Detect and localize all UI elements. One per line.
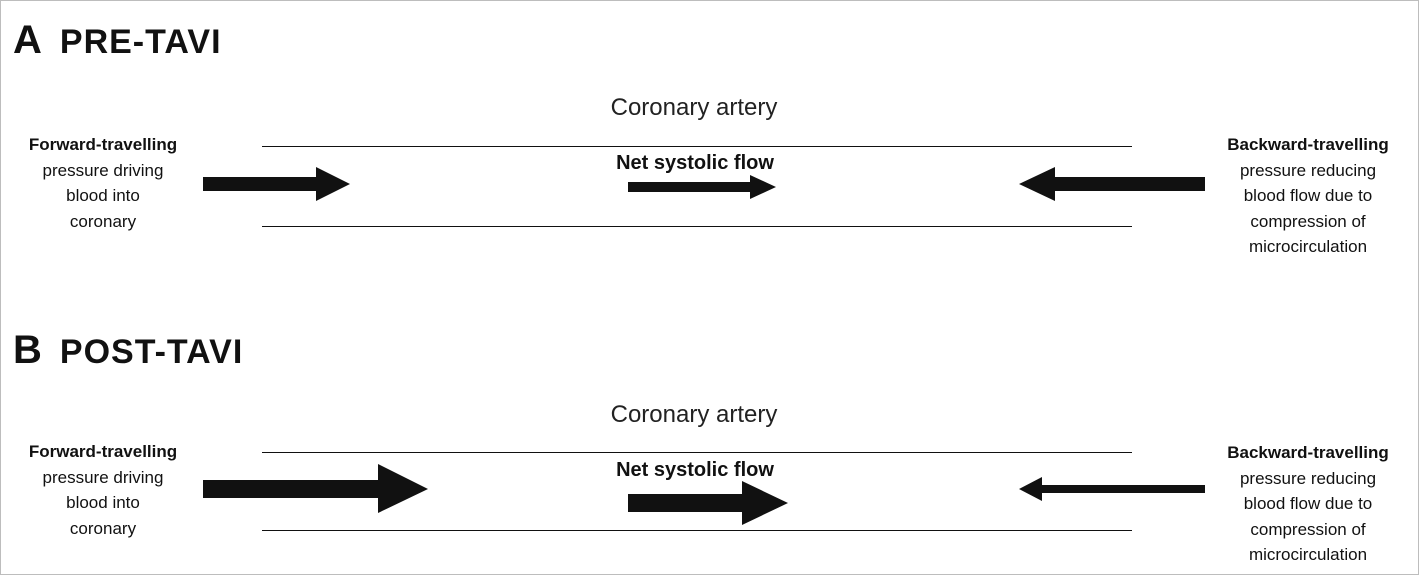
label-line: blood into: [66, 186, 140, 205]
panel-b-letter: B: [13, 328, 42, 372]
label-line: pressure driving: [42, 160, 164, 180]
label-line: compression of: [1250, 519, 1366, 539]
label-line: microcirculation: [1248, 545, 1368, 564]
panel-a-letter: A: [13, 18, 42, 62]
panel-a-net-flow-label: Net systolic flow: [616, 152, 774, 174]
panel-a-heading: A PRE-TAVI: [13, 20, 222, 62]
label-line: blood into: [66, 493, 140, 512]
panel-b-forward-label: Forward-travelling pressure driving bloo…: [18, 439, 188, 541]
label-line: pressure driving: [42, 467, 164, 487]
panel-a-title: PRE-TAVI: [59, 23, 222, 61]
panel-b-vessel-wall-bottom: [262, 530, 1132, 531]
label-line: coronary: [69, 518, 137, 538]
panel-b-vessel-wall-top: [262, 452, 1132, 453]
panel-a-vessel-label: Coronary artery: [610, 94, 778, 121]
label-line: pressure reducing: [1239, 160, 1377, 180]
label-line: pressure reducing: [1239, 468, 1377, 488]
label-line: compression of: [1250, 211, 1366, 231]
panel-a-forward-label: Forward-travelling pressure driving bloo…: [18, 132, 188, 234]
panel-b-net-flow-arrow: [628, 481, 788, 525]
panel-b-heading: B POST-TAVI: [13, 330, 243, 372]
label-line: Backward-travelling: [1227, 443, 1389, 462]
label-line: microcirculation: [1248, 237, 1368, 256]
label-line: Forward-travelling: [28, 135, 178, 154]
panel-a-vessel-wall-top: [262, 146, 1132, 147]
panel-b-net-flow-label: Net systolic flow: [616, 459, 774, 481]
panel-a-net-flow-arrow: [628, 175, 776, 199]
panel-b-forward-arrow: [203, 464, 428, 513]
panel-a-backward-arrow: [1019, 167, 1205, 201]
panel-b-title: POST-TAVI: [59, 333, 244, 371]
label-line: blood flow due to: [1243, 186, 1373, 205]
panel-b-backward-arrow: [1019, 477, 1205, 501]
panel-b-vessel-label: Coronary artery: [610, 401, 778, 428]
label-line: Forward-travelling: [28, 442, 178, 461]
label-line: coronary: [69, 211, 137, 231]
panel-a-backward-label: Backward-travelling pressure reducing bl…: [1218, 132, 1398, 260]
panel-a-forward-arrow: [203, 167, 350, 201]
label-line: blood flow due to: [1243, 494, 1373, 513]
panel-b-backward-label: Backward-travelling pressure reducing bl…: [1218, 440, 1398, 568]
label-line: Backward-travelling: [1227, 135, 1389, 154]
panel-a-vessel-wall-bottom: [262, 226, 1132, 227]
